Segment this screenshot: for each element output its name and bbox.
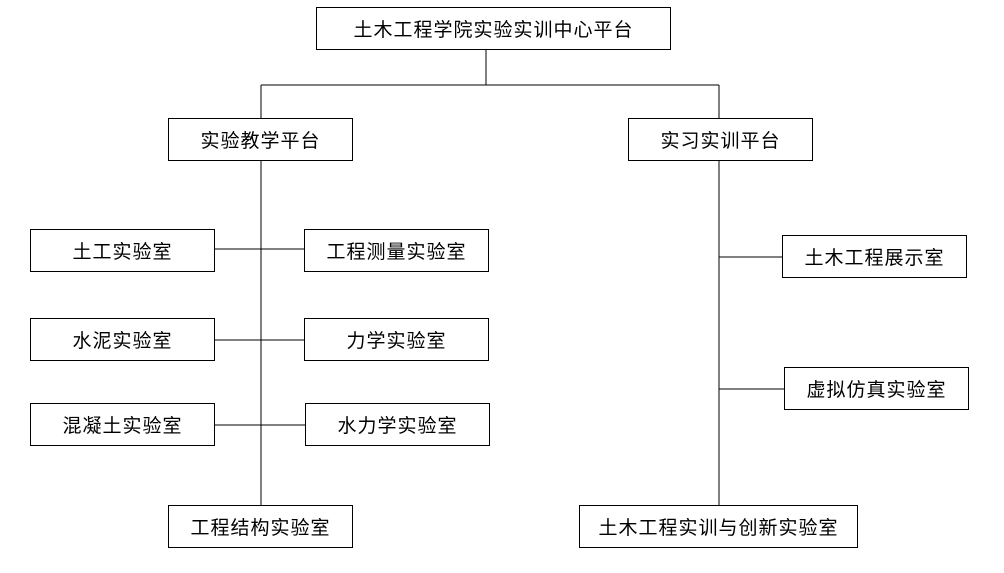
lab-virtual-simulation-node: 虚拟仿真实验室 bbox=[784, 367, 969, 410]
lab-structure-node: 工程结构实验室 bbox=[168, 505, 353, 548]
lab-exhibition-node: 土木工程展示室 bbox=[782, 235, 967, 278]
lab-hydraulics-node: 水力学实验室 bbox=[305, 403, 490, 446]
root-node: 土木工程学院实验实训中心平台 bbox=[316, 7, 671, 50]
lab-surveying-node: 工程测量实验室 bbox=[304, 229, 489, 272]
lab-concrete-node: 混凝土实验室 bbox=[30, 403, 215, 446]
training-platform-node: 实习实训平台 bbox=[628, 118, 813, 161]
lab-cement-node: 水泥实验室 bbox=[30, 318, 215, 361]
lab-mechanics-node: 力学实验室 bbox=[304, 318, 489, 361]
experiment-platform-node: 实验教学平台 bbox=[168, 118, 353, 161]
lab-soil-node: 土工实验室 bbox=[30, 229, 215, 272]
lab-training-innovation-node: 土木工程实训与创新实验室 bbox=[579, 505, 858, 548]
